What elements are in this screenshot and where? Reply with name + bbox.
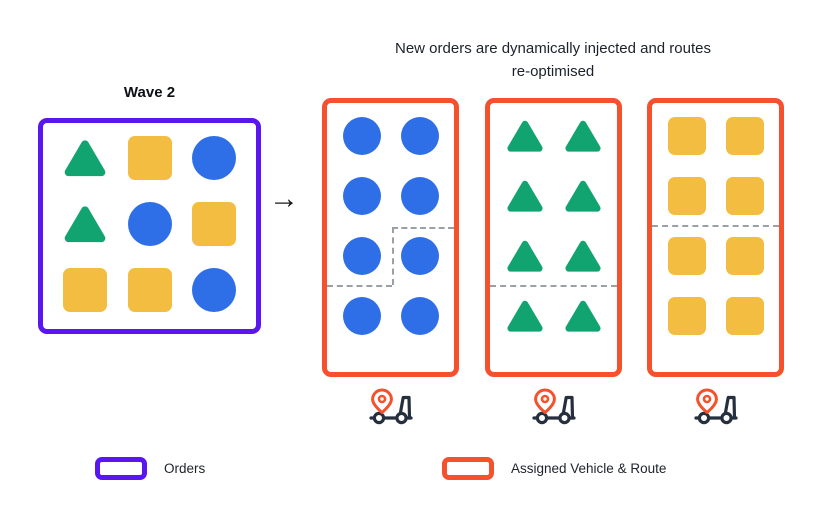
order-square-shape: [192, 202, 236, 246]
vehicle-route-shapes-1: [327, 103, 454, 372]
arrow-right-icon: →: [269, 182, 299, 215]
legend-orders: Orders: [95, 457, 205, 480]
diagram-title: New orders are dynamically injected and …: [395, 40, 711, 80]
order-square-shape: [726, 297, 764, 335]
delivery-truck-icon: [369, 388, 413, 425]
order-triangle-shape: [565, 120, 601, 152]
order-triangle-shape: [507, 120, 543, 152]
order-square-shape: [668, 237, 706, 275]
legend-orders-label: Orders: [164, 461, 206, 476]
order-circle-shape: [192, 268, 236, 312]
wave-cell: [63, 136, 107, 180]
legend-vehicle-route: Assigned Vehicle & Route: [442, 457, 666, 480]
wave-cell: [192, 136, 236, 180]
order-square-shape: [127, 136, 172, 180]
vehicle-route-box-2: [485, 98, 622, 377]
vehicle-route-shapes-3: [652, 103, 779, 372]
order-square-shape: [668, 297, 706, 335]
wave-cell: [127, 202, 172, 246]
order-square-shape: [726, 117, 764, 155]
vehicle-route-shapes-2: [490, 103, 617, 372]
route-divider: [652, 225, 779, 227]
order-circle-shape: [192, 136, 236, 180]
order-square-shape: [726, 237, 764, 275]
wave-cell: [192, 202, 236, 246]
wave-cell: [63, 202, 107, 246]
order-circle-shape: [127, 202, 172, 246]
order-circle-shape: [401, 117, 439, 155]
order-triangle-shape: [565, 240, 601, 272]
order-triangle-shape: [64, 206, 106, 243]
delivery-truck-icon: [532, 388, 576, 425]
wave-cell: [127, 268, 172, 312]
order-square-shape: [726, 177, 764, 215]
orders-swatch: [95, 457, 147, 480]
order-circle-shape: [343, 117, 381, 155]
route-divider: [327, 285, 392, 287]
orders-wave-box: [38, 118, 261, 334]
legend-vehicle-route-label: Assigned Vehicle & Route: [511, 461, 667, 476]
order-circle-shape: [401, 237, 439, 275]
vehicle-route-box-3: [647, 98, 784, 377]
order-circle-shape: [343, 177, 381, 215]
vehicle-route-swatch: [442, 457, 494, 480]
order-circle-shape: [401, 297, 439, 335]
order-triangle-shape: [507, 300, 543, 332]
delivery-truck-icon: [694, 388, 738, 425]
order-square-shape: [668, 177, 706, 215]
wave-label: Wave 2: [123, 84, 176, 101]
vehicle-route-box-1: [322, 98, 459, 377]
order-square-shape: [668, 117, 706, 155]
order-circle-shape: [343, 297, 381, 335]
order-triangle-shape: [507, 240, 543, 272]
order-triangle-shape: [64, 140, 106, 177]
order-square-shape: [127, 268, 172, 312]
order-triangle-shape: [565, 180, 601, 212]
order-triangle-shape: [565, 300, 601, 332]
route-divider: [392, 227, 454, 229]
wave-cell: [63, 268, 107, 312]
route-divider: [490, 285, 617, 287]
route-divider: [392, 227, 394, 285]
order-square-shape: [63, 268, 107, 312]
wave-cell: [127, 136, 172, 180]
order-triangle-shape: [507, 180, 543, 212]
wave-cell: [192, 268, 236, 312]
order-circle-shape: [401, 177, 439, 215]
order-circle-shape: [343, 237, 381, 275]
